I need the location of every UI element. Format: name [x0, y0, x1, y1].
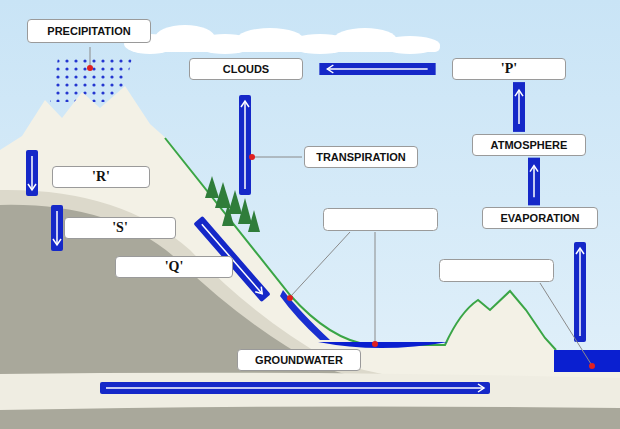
lake — [318, 342, 448, 348]
sea — [554, 350, 620, 372]
label-box: GROUNDWATER — [237, 349, 361, 371]
flow-arrow — [51, 205, 63, 251]
label-text: 'Q' — [165, 259, 184, 275]
label-text: 'S' — [112, 220, 128, 236]
label-box: EVAPORATION — [482, 207, 598, 229]
soil-band — [0, 190, 620, 429]
flow-arrow — [100, 382, 490, 394]
leader-lines — [90, 47, 591, 364]
clouds — [124, 25, 440, 54]
label-box: 'R' — [52, 166, 150, 188]
label-box: 'P' — [452, 58, 566, 80]
mountain-land — [0, 86, 620, 429]
label-box: 'S' — [64, 217, 176, 239]
label-box: CLOUDS — [189, 58, 303, 80]
rock-layer — [0, 205, 620, 429]
label-text: 'R' — [92, 169, 110, 185]
label-box: PRECIPITATION — [27, 19, 151, 43]
trees — [205, 176, 260, 232]
label-box: ATMOSPHERE — [472, 134, 586, 156]
flow-connector — [325, 65, 429, 73]
label-box: 'Q' — [115, 256, 233, 278]
label-text: GROUNDWATER — [255, 354, 343, 366]
flow-arrow — [239, 95, 251, 195]
label-text: CLOUDS — [223, 63, 269, 75]
groundwater-layer — [0, 373, 620, 410]
flow-connector — [530, 164, 538, 200]
runoff-stream — [280, 290, 330, 340]
label-text: 'P' — [501, 61, 517, 77]
label-text: EVAPORATION — [500, 212, 579, 224]
label-text: TRANSPIRATION — [316, 151, 406, 163]
flow-connector — [515, 88, 523, 126]
flow-arrow — [574, 242, 586, 342]
label-text: ATMOSPHERE — [491, 139, 568, 151]
label-box: TRANSPIRATION — [304, 146, 418, 168]
ground-surface — [165, 138, 556, 350]
label-text: PRECIPITATION — [47, 25, 130, 37]
flow-arrow — [26, 150, 38, 196]
blank-box — [440, 260, 554, 282]
blank-box — [324, 209, 438, 231]
